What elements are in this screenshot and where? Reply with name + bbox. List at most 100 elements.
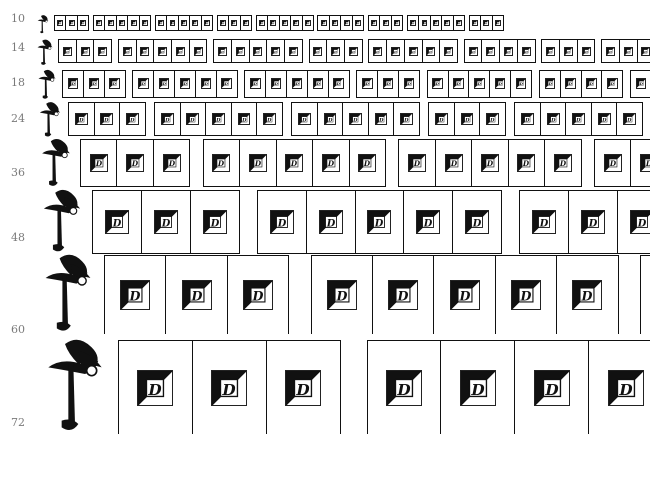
- glyph-box: D: [434, 138, 473, 187]
- svg-text:D: D: [171, 23, 174, 25]
- glyph-box: D: [393, 102, 420, 137]
- svg-text:D: D: [645, 159, 650, 168]
- svg-text:D: D: [203, 81, 208, 86]
- square-letter-d-icon: D: [288, 46, 298, 56]
- svg-text:D: D: [266, 117, 272, 123]
- glyph-box: D: [256, 189, 307, 254]
- square-letter-d-icon: D: [468, 46, 478, 56]
- glyph-box: D: [398, 69, 420, 98]
- glyph-box: D: [171, 39, 190, 64]
- svg-text:D: D: [609, 159, 617, 168]
- svg-text:D: D: [244, 23, 247, 25]
- svg-text:D: D: [626, 50, 630, 54]
- svg-text:D: D: [91, 81, 96, 86]
- square-letter-d-icon: D: [546, 46, 556, 56]
- svg-text:D: D: [159, 23, 162, 25]
- glyph-box: D: [93, 39, 113, 64]
- glyph-box: D: [406, 14, 420, 31]
- glyph-box: D: [499, 39, 518, 64]
- svg-text:D: D: [374, 218, 384, 229]
- svg-text:D: D: [70, 23, 73, 25]
- square-letter-d-icon: D: [572, 112, 586, 126]
- svg-text:D: D: [70, 81, 75, 86]
- svg-text:D: D: [182, 23, 185, 25]
- svg-text:D: D: [291, 50, 295, 54]
- svg-text:D: D: [378, 117, 384, 123]
- square-letter-d-icon: D: [242, 19, 249, 26]
- glyph-box: D: [440, 339, 516, 434]
- glyph-box: D: [343, 39, 363, 64]
- glyph-box: D: [104, 254, 167, 334]
- square-letter-d-icon: D: [504, 46, 513, 56]
- square-letter-d-icon: D: [180, 19, 187, 26]
- square-letter-d-icon: D: [603, 153, 622, 172]
- glyph-box: D: [58, 39, 77, 64]
- square-letter-d-icon: D: [623, 112, 637, 126]
- square-letter-d-icon: D: [460, 112, 474, 126]
- svg-text:D: D: [522, 159, 530, 168]
- svg-text:D: D: [306, 23, 309, 25]
- square-letter-d-icon: D: [563, 46, 573, 56]
- square-letter-d-icon: D: [221, 78, 232, 89]
- square-letter-d-icon: D: [348, 46, 358, 56]
- glyph-box: D: [421, 39, 441, 64]
- square-letter-d-icon: D: [382, 19, 389, 26]
- glyph-box: D: [576, 39, 596, 64]
- square-letter-d-icon: D: [623, 46, 633, 56]
- svg-text:D: D: [496, 23, 499, 25]
- glyph-box: D: [230, 39, 250, 64]
- fairy-dropcap-icon: [34, 136, 78, 188]
- square-letter-d-icon: D: [193, 46, 203, 56]
- square-letter-d-icon: D: [515, 78, 527, 89]
- glyph-box: D: [429, 14, 443, 31]
- square-letter-d-icon: D: [449, 279, 480, 310]
- square-letter-d-icon: D: [546, 112, 560, 126]
- square-letter-d-icon: D: [331, 46, 341, 56]
- square-letter-d-icon: D: [390, 46, 400, 56]
- square-letter-d-icon: D: [471, 19, 478, 26]
- glyph-box: D: [328, 14, 342, 31]
- svg-text:D: D: [435, 81, 440, 86]
- glyph-box: D: [165, 254, 228, 334]
- square-letter-d-icon: D: [483, 19, 490, 26]
- glyph-box: D: [640, 254, 650, 334]
- size-label: 60: [11, 323, 25, 336]
- svg-text:D: D: [143, 23, 146, 25]
- square-letter-d-icon: D: [494, 78, 506, 89]
- glyph-box: D: [617, 189, 650, 254]
- svg-text:D: D: [273, 50, 277, 54]
- square-letter-d-icon: D: [453, 78, 464, 89]
- svg-text:D: D: [396, 381, 411, 399]
- svg-text:D: D: [160, 50, 164, 54]
- svg-text:D: D: [411, 50, 415, 54]
- svg-text:D: D: [365, 81, 370, 86]
- svg-text:D: D: [327, 159, 335, 168]
- svg-text:D: D: [393, 50, 397, 54]
- square-letter-d-icon: D: [312, 78, 324, 89]
- svg-text:D: D: [132, 23, 135, 25]
- svg-text:D: D: [129, 288, 141, 303]
- svg-text:D: D: [161, 218, 171, 229]
- square-letter-d-icon: D: [517, 153, 536, 172]
- svg-text:D: D: [588, 218, 598, 229]
- svg-text:D: D: [233, 23, 236, 25]
- square-letter-d-icon: D: [408, 153, 427, 172]
- svg-text:D: D: [104, 117, 110, 123]
- square-letter-d-icon: D: [122, 46, 132, 56]
- svg-text:D: D: [518, 81, 523, 86]
- square-letter-d-icon: D: [435, 112, 448, 126]
- square-letter-d-icon: D: [175, 46, 185, 56]
- glyph-box: D: [305, 189, 356, 254]
- glyph-box: D: [278, 14, 292, 31]
- svg-text:D: D: [637, 218, 647, 229]
- glyph-box: D: [308, 39, 328, 64]
- preview-row: D D D D D D D: [0, 334, 650, 434]
- square-letter-d-icon: D: [521, 46, 531, 56]
- svg-text:D: D: [253, 81, 258, 86]
- square-letter-d-icon: D: [607, 369, 644, 406]
- square-letter-d-icon: D: [169, 19, 176, 26]
- square-letter-d-icon: D: [202, 209, 227, 234]
- glyph-box: D: [230, 102, 258, 137]
- glyph-box: D: [93, 102, 121, 137]
- square-letter-d-icon: D: [343, 19, 350, 26]
